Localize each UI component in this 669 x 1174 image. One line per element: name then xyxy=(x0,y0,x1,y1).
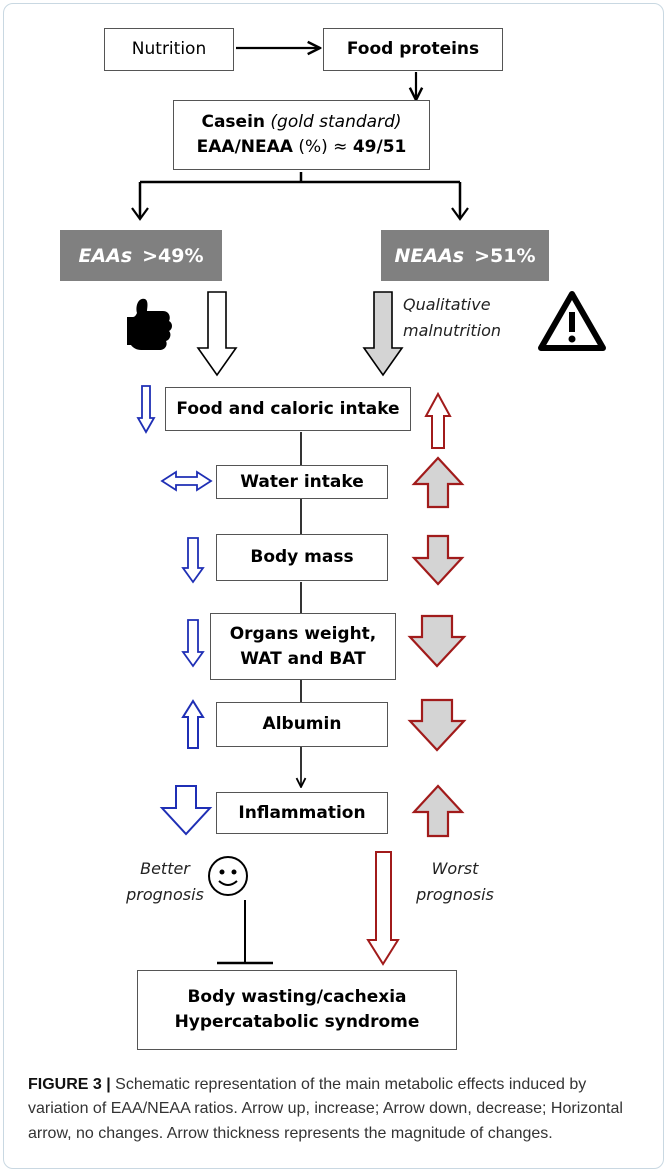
percent-approx-label: (%) ≈ xyxy=(298,137,348,157)
eaa-neaa-label: EAA/NEAA xyxy=(196,137,293,157)
food-caloric-box: Food and caloric intake xyxy=(165,387,411,431)
blue-up-arrow-albumin xyxy=(181,699,205,749)
inflammation-label: Inflammation xyxy=(238,802,366,823)
casein-label: Casein xyxy=(201,112,266,133)
better-prognosis-note: Better prognosis xyxy=(110,856,220,907)
body-mass-box: Body mass xyxy=(216,534,388,581)
red-thick-down-arrow-albumin xyxy=(407,698,467,752)
worst-line2: prognosis xyxy=(416,884,494,904)
qualitative-line1: Qualitative xyxy=(403,295,491,314)
ratio-value: 49/51 xyxy=(352,137,407,157)
red-thin-up-arrow xyxy=(424,391,452,449)
nutrition-box: Nutrition xyxy=(104,28,234,71)
caption-label: FIGURE 3 | xyxy=(28,1076,111,1093)
inflammation-box: Inflammation xyxy=(216,792,388,834)
eaas-label: EAAs xyxy=(78,244,133,267)
water-intake-label: Water intake xyxy=(240,471,364,492)
neaas-value: >51% xyxy=(474,244,536,267)
blue-horizontal-arrow xyxy=(160,470,213,492)
outcome-line1: Body wasting/cachexia xyxy=(187,987,407,1008)
thumbs-up-icon xyxy=(127,298,172,350)
warning-triangle-icon xyxy=(538,291,606,351)
neaas-down-arrow xyxy=(362,291,404,377)
food-proteins-label: Food proteins xyxy=(346,39,480,60)
eaas-value: >49% xyxy=(142,244,204,267)
better-line1: Better xyxy=(140,859,190,878)
organs-line1: Organs weight, xyxy=(229,623,377,644)
smiley-face-icon xyxy=(208,856,248,896)
outcome-box: Body wasting/cachexia Hypercatabolic syn… xyxy=(137,970,457,1050)
nutrition-label: Nutrition xyxy=(131,39,207,60)
blue-thin-down-arrow xyxy=(136,385,156,434)
red-thick-down-arrow-mass xyxy=(411,534,465,586)
eaas-box: EAAs >49% xyxy=(60,230,222,281)
casein-box: Casein (gold standard) EAA/NEAA (%) ≈ 49… xyxy=(173,100,430,170)
organs-box: Organs weight, WAT and BAT xyxy=(210,613,396,680)
split-bracket xyxy=(138,172,462,218)
worst-prognosis-note: Worst prognosis xyxy=(400,856,510,907)
qualitative-line2: malnutrition xyxy=(403,320,502,340)
figure-caption: FIGURE 3 | Schematic representation of t… xyxy=(28,1073,638,1146)
caption-text: Schematic representation of the main met… xyxy=(28,1076,623,1142)
red-long-down-arrow xyxy=(366,851,400,966)
eaas-down-arrow xyxy=(196,291,238,377)
albumin-box: Albumin xyxy=(216,702,388,747)
organs-line2: WAT and BAT xyxy=(240,648,366,669)
better-line2: prognosis xyxy=(126,884,204,904)
red-thick-down-arrow-organs xyxy=(407,614,467,668)
food-caloric-label: Food and caloric intake xyxy=(176,398,400,419)
figure-frame xyxy=(3,3,664,1169)
blue-thin-down-arrow-organs xyxy=(181,619,205,668)
red-thick-up-arrow-inflammation xyxy=(411,784,465,838)
neaas-box: NEAAs >51% xyxy=(381,230,549,281)
gold-standard-label: (gold standard) xyxy=(270,112,402,133)
red-thick-up-arrow-water xyxy=(411,456,465,509)
neaas-label: NEAAs xyxy=(394,244,465,267)
food-proteins-box: Food proteins xyxy=(323,28,503,71)
diagram-connectors xyxy=(127,0,606,966)
albumin-label: Albumin xyxy=(262,714,342,735)
water-intake-box: Water intake xyxy=(216,465,388,499)
blue-thick-down-arrow-inflammation xyxy=(159,785,213,836)
qualitative-malnutrition-note: Qualitative malnutrition xyxy=(403,292,533,343)
blue-thin-down-arrow-mass xyxy=(181,537,205,584)
body-mass-label: Body mass xyxy=(250,547,354,568)
worst-line1: Worst xyxy=(431,859,479,878)
outcome-line2: Hypercatabolic syndrome xyxy=(174,1012,420,1032)
